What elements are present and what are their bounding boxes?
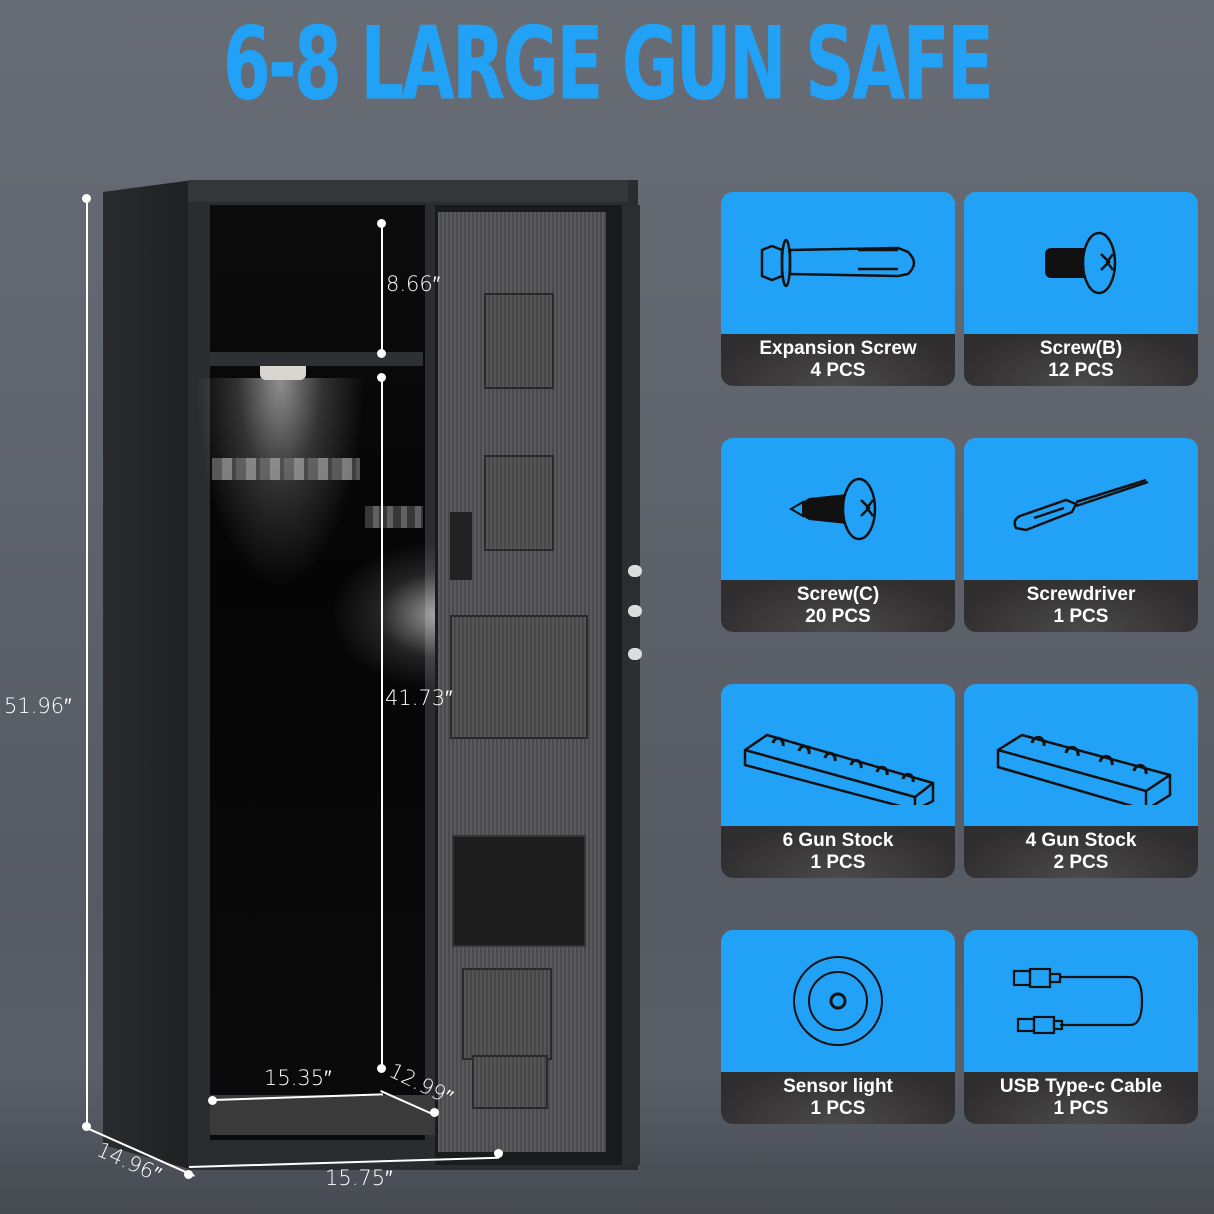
dim-dot (208, 1096, 217, 1105)
four-gun-stock-icon (964, 684, 1198, 826)
door-flap-pocket (462, 968, 552, 1060)
top-compartment-dim-line (381, 224, 383, 354)
door-large-pocket (450, 615, 588, 739)
barrel-rest-rack (212, 458, 360, 480)
dim-dot (377, 219, 386, 228)
accessory-qty: 20 PCS (805, 606, 871, 627)
usb-cable-icon (964, 930, 1198, 1072)
six-gun-stock-icon (721, 684, 955, 826)
accessory-name: Screw(B) (1039, 338, 1123, 359)
side-light-beam (330, 540, 440, 690)
sensor-light-fixture (260, 366, 306, 380)
floor-carpet (210, 1095, 450, 1135)
accessory-card-screw-b: Screw(B) 12 PCS (964, 192, 1198, 386)
screw-b-icon (964, 192, 1198, 334)
accessory-card-sensor-light: Sensor light 1 PCS (721, 930, 955, 1124)
accessory-name: 6 Gun Stock (782, 830, 894, 851)
accessory-qty: 1 PCS (1053, 1098, 1109, 1119)
accessory-caption: Expansion Screw 4 PCS (721, 334, 955, 386)
accessory-caption: Screw(C) 20 PCS (721, 580, 955, 632)
door-flap-pocket-lower (472, 1055, 548, 1109)
locking-bolt (628, 565, 642, 577)
safe-side-panel (103, 180, 193, 1170)
accessory-qty: 1 PCS (810, 1098, 866, 1119)
accessory-caption: 6 Gun Stock 1 PCS (721, 826, 955, 878)
dim-dot (184, 1170, 193, 1179)
top-shelf (210, 352, 423, 366)
accessory-qty: 1 PCS (810, 852, 866, 873)
accessory-caption: Screwdriver 1 PCS (964, 580, 1198, 632)
accessory-qty: 2 PCS (1053, 852, 1109, 873)
door-keypad (450, 512, 472, 580)
expansion-screw-icon (721, 192, 955, 334)
locking-bolt (628, 648, 642, 660)
dim-dot (377, 349, 386, 358)
accessory-card-usb-cable: USB Type-c Cable 1 PCS (964, 930, 1198, 1124)
accessory-qty: 12 PCS (1048, 360, 1114, 381)
mesh-pocket (452, 835, 586, 947)
width-label: 15.75″ (325, 1166, 393, 1190)
dim-dot (494, 1149, 503, 1158)
barrel-rest-rack-small (365, 506, 423, 528)
door-edge (622, 205, 640, 1165)
accessory-name: Expansion Screw (759, 338, 917, 359)
accessory-name: Screw(C) (796, 584, 880, 605)
accessory-card-4-gun-stock: 4 Gun Stock 2 PCS (964, 684, 1198, 878)
main-compartment-label: 41.73″ (385, 686, 453, 710)
dim-dot (377, 1064, 386, 1073)
sensor-light-icon (721, 930, 955, 1072)
accessory-card-expansion-screw: Expansion Screw 4 PCS (721, 192, 955, 386)
accessory-name: Screwdriver (1026, 584, 1136, 605)
accessory-qty: 1 PCS (1053, 606, 1109, 627)
accessory-caption: Screw(B) 12 PCS (964, 334, 1198, 386)
accessory-card-screwdriver: Screwdriver 1 PCS (964, 438, 1198, 632)
safe-top-panel (188, 180, 628, 202)
door-pocket (484, 455, 554, 551)
interior-width-label: 15.35″ (264, 1066, 332, 1090)
page-title: 6-8 LARGE GUN SAFE (222, 4, 994, 123)
accessory-card-screw-c: Screw(C) 20 PCS (721, 438, 955, 632)
locking-bolt (628, 605, 642, 617)
height-dim-line (86, 199, 88, 1127)
top-compartment-label: 8.66″ (386, 272, 441, 296)
door-pocket (484, 293, 554, 389)
accessory-name: 4 Gun Stock (1025, 830, 1137, 851)
accessory-name: USB Type-c Cable (999, 1076, 1163, 1097)
height-label: 51.96″ (4, 694, 72, 718)
accessory-name: Sensor light (783, 1076, 893, 1097)
dim-dot (377, 373, 386, 382)
accessory-qty: 4 PCS (810, 360, 866, 381)
accessory-caption: USB Type-c Cable 1 PCS (964, 1072, 1198, 1124)
screwdriver-icon (964, 438, 1198, 580)
accessory-caption: Sensor light 1 PCS (721, 1072, 955, 1124)
accessory-caption: 4 Gun Stock 2 PCS (964, 826, 1198, 878)
accessory-card-6-gun-stock: 6 Gun Stock 1 PCS (721, 684, 955, 878)
dim-dot (82, 194, 91, 203)
dim-dot (430, 1108, 439, 1117)
main-compartment-dim-line (381, 378, 383, 1070)
dim-dot (82, 1122, 91, 1131)
screw-c-icon (721, 438, 955, 580)
